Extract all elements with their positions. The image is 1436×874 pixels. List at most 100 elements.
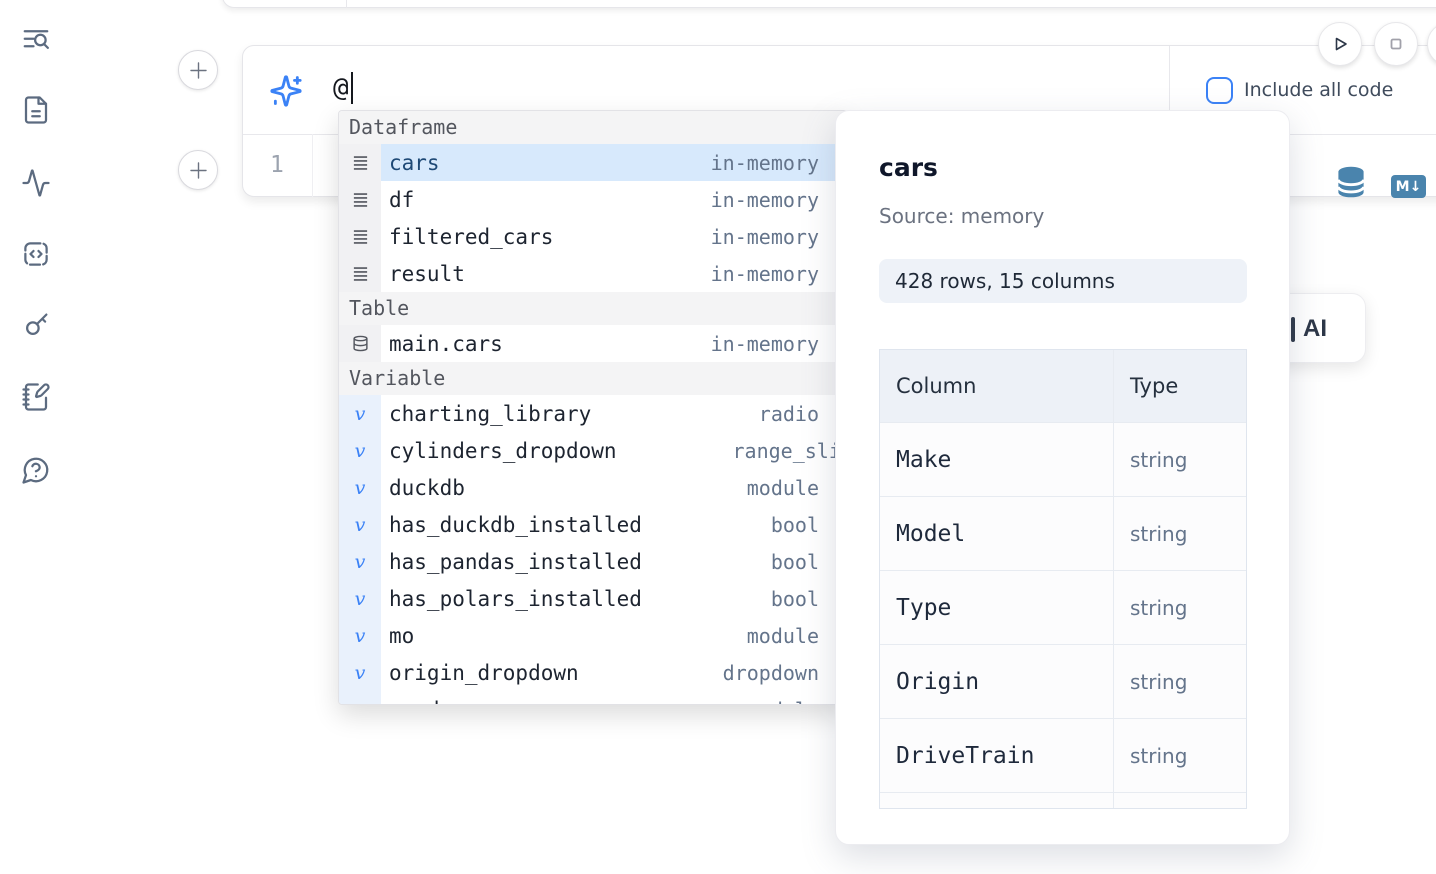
autocomplete-item-result[interactable]: result in-memory (339, 255, 847, 292)
notebook-pen-icon[interactable] (21, 382, 51, 412)
sidebar (0, 0, 72, 874)
plus-icon (189, 161, 207, 179)
run-cell-button[interactable] (1318, 22, 1362, 66)
help-chat-icon[interactable] (21, 455, 51, 485)
add-cell-above-button[interactable] (178, 50, 218, 90)
markdown-icon[interactable]: M↓ (1391, 175, 1426, 198)
cell-right-divider (1169, 46, 1170, 134)
dataframe-kind-gutter (339, 181, 381, 218)
autocomplete-item-name: cylinders_dropdown (389, 438, 617, 463)
activity-icon[interactable] (21, 168, 51, 198)
clipped-letter (1291, 317, 1295, 342)
schema-column-type: string (1130, 447, 1188, 472)
autocomplete-item-name: charting_library (389, 401, 592, 426)
autocomplete-item-filtered_cars[interactable]: filtered_cars in-memory (339, 218, 847, 255)
variable-kind-gutter: v (339, 395, 381, 432)
schema-column-name: Model (880, 497, 1114, 570)
key-icon[interactable] (21, 310, 51, 340)
text-cursor (350, 72, 353, 104)
autocomplete-item-has_polars_installed[interactable]: v has_polars_installed bool (339, 580, 847, 617)
previous-cell-bottom (222, 0, 1436, 8)
autocomplete-item-name: has_polars_installed (389, 586, 642, 611)
ai-prompt-text: @ (333, 73, 349, 103)
schema-column-type: string (1130, 669, 1188, 694)
code-gutter-divider (312, 134, 313, 197)
variable-kind-gutter: v (339, 543, 381, 580)
autocomplete-item-name: cars (389, 150, 440, 175)
autocomplete-item-cylinders_dropdown[interactable]: v cylinders_dropdown range_slider (339, 432, 847, 469)
autocomplete-item-type: bool (770, 549, 819, 574)
list-search-icon[interactable] (21, 25, 51, 55)
table-database-icon (352, 335, 368, 352)
table-kind-gutter (339, 325, 381, 362)
autocomplete-item-type: module (746, 623, 819, 648)
variable-icon: v (354, 439, 366, 462)
variable-icon: v (354, 624, 366, 647)
autocomplete-item-name: result (389, 261, 465, 286)
autocomplete-item-type: dropdown (722, 660, 819, 685)
code-square-dashed-icon[interactable] (21, 239, 51, 269)
autocomplete-item-name: has_duckdb_installed (389, 512, 642, 537)
autocomplete-item-pandas[interactable]: vpandasmodule (339, 691, 847, 705)
schema-column-name: Type (880, 571, 1114, 644)
variable-kind-gutter: v (339, 654, 381, 691)
autocomplete-item-name: filtered_cars (389, 224, 554, 249)
preview-title: cars (879, 153, 938, 182)
variable-icon: v (354, 661, 366, 684)
preview-source: Source: memory (879, 204, 1045, 228)
ai-sparkles-icon (269, 74, 303, 108)
schema-row: Origin string (880, 644, 1246, 718)
dataframe-kind-gutter (339, 144, 381, 181)
dataframe-rows-icon (353, 267, 367, 281)
variable-icon: v (354, 513, 366, 536)
autocomplete-item-type: in-memory (710, 224, 819, 249)
schema-column-name: DriveTrain (880, 719, 1114, 792)
autocomplete-item-type: bool (770, 586, 819, 611)
database-icon[interactable] (1333, 164, 1369, 200)
variable-kind-gutter: v (339, 691, 381, 705)
stop-cell-button[interactable] (1374, 22, 1418, 66)
file-text-icon[interactable] (21, 95, 51, 125)
autocomplete-item-type: module (747, 698, 847, 705)
schema-column-name (880, 793, 1114, 808)
variable-kind-gutter: v (339, 617, 381, 654)
variable-kind-gutter: v (339, 580, 381, 617)
variable-kind-gutter: v (339, 506, 381, 543)
autocomplete-item-type: range_slider (732, 438, 848, 463)
variable-kind-gutter: v (339, 469, 381, 506)
stop-icon (1390, 38, 1402, 50)
schema-header-column: Column (880, 350, 1114, 422)
autocomplete-section-header: Table (339, 292, 847, 325)
add-cell-below-button[interactable] (178, 150, 218, 190)
include-all-code-checkbox[interactable] (1206, 77, 1233, 104)
variable-icon: v (355, 699, 366, 705)
dataframe-rows-icon (353, 193, 367, 207)
schema-column-name: Make (880, 423, 1114, 496)
autocomplete-section-header: Variable (339, 362, 847, 395)
ai-prompt-input[interactable]: @ (333, 72, 353, 104)
schema-row: Make string (880, 422, 1246, 496)
include-all-code-label: Include all code (1244, 79, 1394, 101)
variable-icon: v (354, 550, 366, 573)
autocomplete-item-type: in-memory (710, 261, 819, 286)
schema-column-name: Origin (880, 645, 1114, 718)
autocomplete-item-type: in-memory (710, 187, 819, 212)
schema-header-type: Type (1130, 374, 1179, 398)
autocomplete-item-name: duckdb (389, 475, 465, 500)
autocomplete-item-type: module (746, 475, 819, 500)
dataframe-rows-icon (353, 156, 367, 170)
autocomplete-item-name: main.cars (389, 331, 503, 356)
plus-icon (189, 61, 207, 79)
